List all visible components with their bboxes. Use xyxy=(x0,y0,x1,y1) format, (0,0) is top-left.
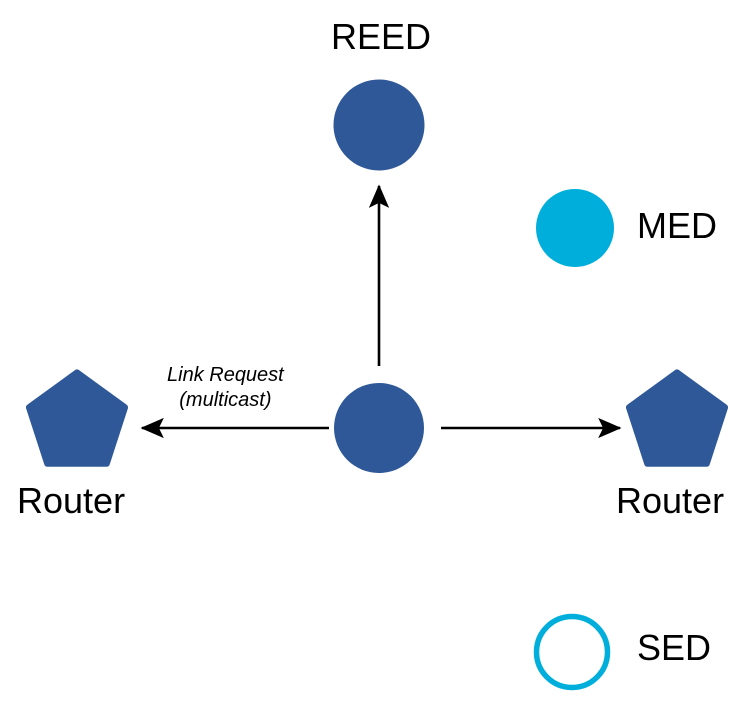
node-reed-circle xyxy=(333,79,425,171)
edge-label-link-request-line2: (multicast) xyxy=(179,389,272,411)
node-label-reed: REED xyxy=(331,16,432,57)
node-router-left-pentagon xyxy=(26,369,128,467)
node-label-router-right: Router xyxy=(616,480,725,521)
edge-label-link-request: Link Request (multicast) xyxy=(167,363,284,413)
node-label-router-left: Router xyxy=(17,480,126,521)
node-label-sed: SED xyxy=(637,627,712,668)
node-router-right-pentagon xyxy=(626,369,728,467)
node-label-med: MED xyxy=(637,205,717,246)
node-router-center-circle xyxy=(334,383,424,473)
node-med-circle xyxy=(536,189,614,267)
edge-label-link-request-line1: Link Request xyxy=(167,364,284,386)
node-sed-circle xyxy=(533,613,611,691)
